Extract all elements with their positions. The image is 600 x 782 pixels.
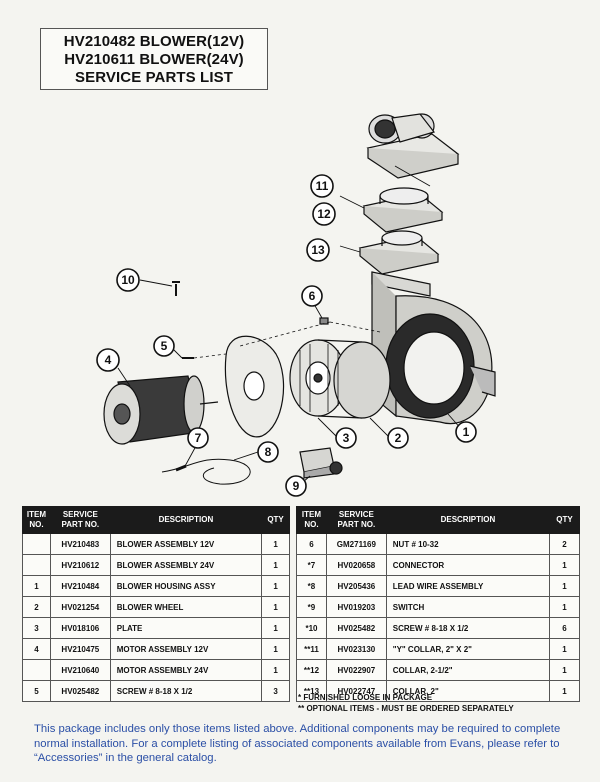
footer-disclaimer: This package includes only those items l… bbox=[34, 723, 561, 764]
svg-text:3: 3 bbox=[343, 431, 350, 445]
header-item-no: ITEM NO. bbox=[22, 506, 51, 534]
callout-9: 9 bbox=[285, 475, 307, 497]
svg-text:5: 5 bbox=[161, 339, 168, 353]
svg-text:4: 4 bbox=[105, 353, 112, 367]
svg-text:8: 8 bbox=[265, 445, 272, 459]
callout-7: 7 bbox=[187, 427, 209, 449]
svg-text:12: 12 bbox=[317, 207, 331, 221]
header-item-no: ITEM NO. bbox=[296, 506, 327, 534]
header-qty: QTY bbox=[549, 506, 580, 534]
callout-10: 10 bbox=[116, 268, 140, 292]
header-service-part-no: SERVICE PART NO. bbox=[325, 506, 387, 534]
lead-wire-part bbox=[161, 458, 251, 485]
callout-8: 8 bbox=[257, 441, 279, 463]
callout-1: 1 bbox=[455, 421, 477, 443]
title-box: HV210482 BLOWER(12V) HV210611 BLOWER(24V… bbox=[40, 28, 268, 90]
callout-2: 2 bbox=[387, 427, 409, 449]
callout-5: 5 bbox=[153, 335, 175, 357]
parts-table-right: ITEM NO. SERVICE PART NO. DESCRIPTION QT… bbox=[296, 506, 580, 702]
plate-part bbox=[224, 335, 285, 438]
svg-text:9: 9 bbox=[293, 479, 300, 493]
title-line-3: SERVICE PARTS LIST bbox=[75, 69, 233, 86]
switch-part bbox=[299, 447, 343, 479]
title-line-1: HV210482 BLOWER(12V) bbox=[63, 33, 245, 50]
svg-text:13: 13 bbox=[311, 243, 325, 257]
svg-text:11: 11 bbox=[316, 179, 329, 193]
callout-4: 4 bbox=[96, 348, 120, 372]
callout-6: 6 bbox=[301, 285, 323, 307]
svg-text:6: 6 bbox=[309, 289, 316, 303]
header-description: DESCRIPTION bbox=[109, 506, 263, 534]
header-description: DESCRIPTION bbox=[385, 506, 551, 534]
nut-6-part bbox=[319, 317, 329, 325]
svg-text:2: 2 bbox=[395, 431, 402, 445]
callout-11: 11 bbox=[310, 174, 334, 198]
collar-2-5-part bbox=[362, 187, 444, 233]
blower-housing-part bbox=[371, 271, 496, 424]
svg-text:1: 1 bbox=[463, 425, 470, 439]
callout-3: 3 bbox=[335, 427, 357, 449]
callout-12: 12 bbox=[312, 202, 336, 226]
motor-part bbox=[103, 375, 219, 445]
note-furnished-loose: * FURNISHED LOOSE IN PACKAGE bbox=[298, 693, 433, 702]
note-optional-items: ** OPTIONAL ITEMS - MUST BE ORDERED SEPA… bbox=[298, 704, 514, 713]
svg-text:7: 7 bbox=[195, 431, 202, 445]
exploded-parts-diagram: 11 12 13 10 6 5 4 7 8 9 3 2 1 bbox=[96, 113, 496, 497]
screw-10-part bbox=[172, 281, 180, 296]
parts-table-left: ITEM NO. SERVICE PART NO. DESCRIPTION QT… bbox=[22, 506, 290, 702]
blower-wheel-part bbox=[289, 339, 391, 419]
svg-text:10: 10 bbox=[121, 273, 135, 287]
y-collar-part bbox=[366, 113, 460, 179]
title-line-2: HV210611 BLOWER(24V) bbox=[64, 51, 244, 68]
callout-13: 13 bbox=[306, 238, 330, 262]
collar-2-part bbox=[358, 230, 440, 275]
header-qty: QTY bbox=[261, 506, 290, 534]
table-notes: * FURNISHED LOOSE IN PACKAGE ** OPTIONAL… bbox=[298, 692, 514, 714]
header-service-part-no: SERVICE PART NO. bbox=[49, 506, 111, 534]
